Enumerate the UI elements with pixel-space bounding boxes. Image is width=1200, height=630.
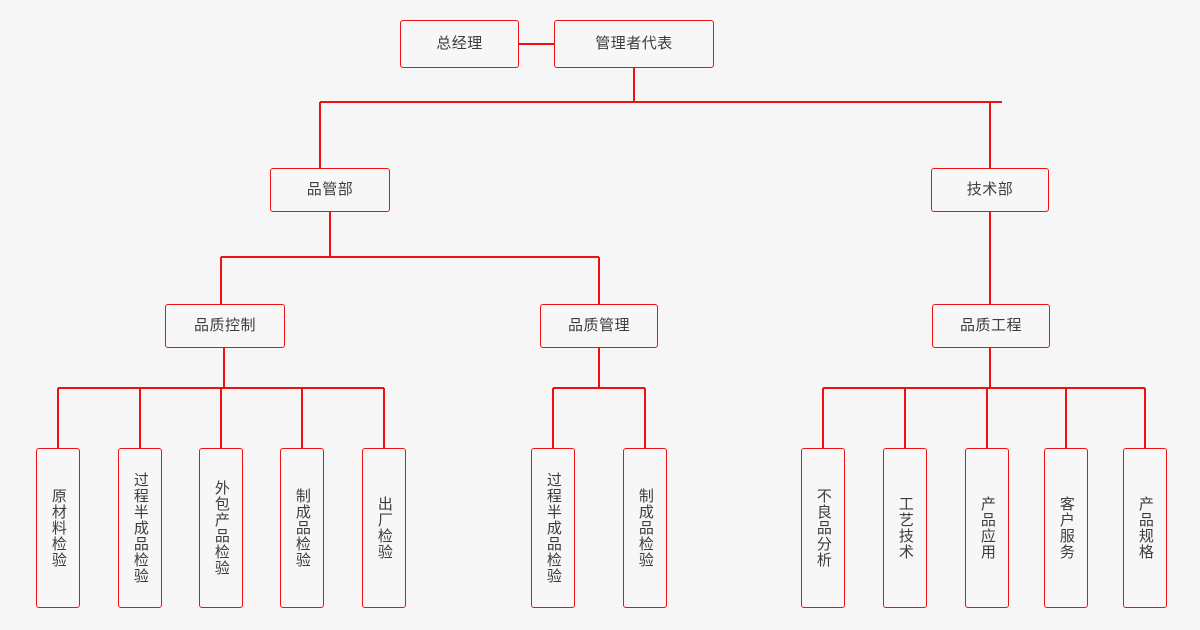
- node-quality-engineering-label: 品质工程: [959, 316, 1022, 335]
- node-leaf-outsourced-product-inspection[interactable]: 外包产品检验: [199, 448, 243, 608]
- node-quality-management-label: 品质管理: [567, 316, 630, 335]
- node-management-representative[interactable]: 管理者代表: [554, 20, 714, 68]
- node-leaf-product-specification[interactable]: 产品规格: [1123, 448, 1167, 608]
- node-quality-department-label: 品管部: [306, 180, 354, 199]
- node-leaf-product-application-label: 产品应用: [978, 496, 997, 560]
- node-technical-department[interactable]: 技术部: [931, 168, 1049, 212]
- node-leaf-inprocess-inspection-qc-label: 过程半成品检验: [131, 472, 150, 584]
- node-leaf-raw-material-inspection[interactable]: 原材料检验: [36, 448, 80, 608]
- node-leaf-finished-product-inspection-qm[interactable]: 制成品检验: [623, 448, 667, 608]
- node-leaf-inprocess-inspection-qc[interactable]: 过程半成品检验: [118, 448, 162, 608]
- node-leaf-defect-analysis[interactable]: 不良品分析: [801, 448, 845, 608]
- node-leaf-inprocess-inspection-qm[interactable]: 过程半成品检验: [531, 448, 575, 608]
- node-leaf-inprocess-inspection-qm-label: 过程半成品检验: [544, 472, 563, 584]
- node-leaf-finished-product-inspection-qc[interactable]: 制成品检验: [280, 448, 324, 608]
- node-quality-control[interactable]: 品质控制: [165, 304, 285, 348]
- node-quality-control-label: 品质控制: [193, 316, 256, 335]
- node-leaf-product-application[interactable]: 产品应用: [965, 448, 1009, 608]
- node-quality-management[interactable]: 品质管理: [540, 304, 658, 348]
- node-leaf-process-technology[interactable]: 工艺技术: [883, 448, 927, 608]
- node-leaf-process-technology-label: 工艺技术: [896, 496, 915, 560]
- node-management-representative-label: 管理者代表: [595, 34, 673, 53]
- node-leaf-outsourced-product-inspection-label: 外包产品检验: [212, 480, 231, 576]
- node-leaf-outgoing-inspection[interactable]: 出厂检验: [362, 448, 406, 608]
- node-leaf-product-specification-label: 产品规格: [1136, 496, 1155, 560]
- node-general-manager-label: 总经理: [436, 34, 483, 53]
- node-general-manager[interactable]: 总经理: [400, 20, 519, 68]
- node-leaf-finished-product-inspection-qm-label: 制成品检验: [636, 488, 655, 568]
- node-quality-department[interactable]: 品管部: [270, 168, 390, 212]
- node-leaf-defect-analysis-label: 不良品分析: [814, 488, 833, 568]
- node-leaf-finished-product-inspection-qc-label: 制成品检验: [293, 488, 312, 568]
- node-quality-engineering[interactable]: 品质工程: [932, 304, 1050, 348]
- node-leaf-customer-service[interactable]: 客户服务: [1044, 448, 1088, 608]
- node-leaf-raw-material-inspection-label: 原材料检验: [49, 488, 68, 568]
- node-leaf-customer-service-label: 客户服务: [1057, 496, 1076, 560]
- node-leaf-outgoing-inspection-label: 出厂检验: [375, 496, 394, 560]
- node-technical-department-label: 技术部: [966, 180, 1014, 199]
